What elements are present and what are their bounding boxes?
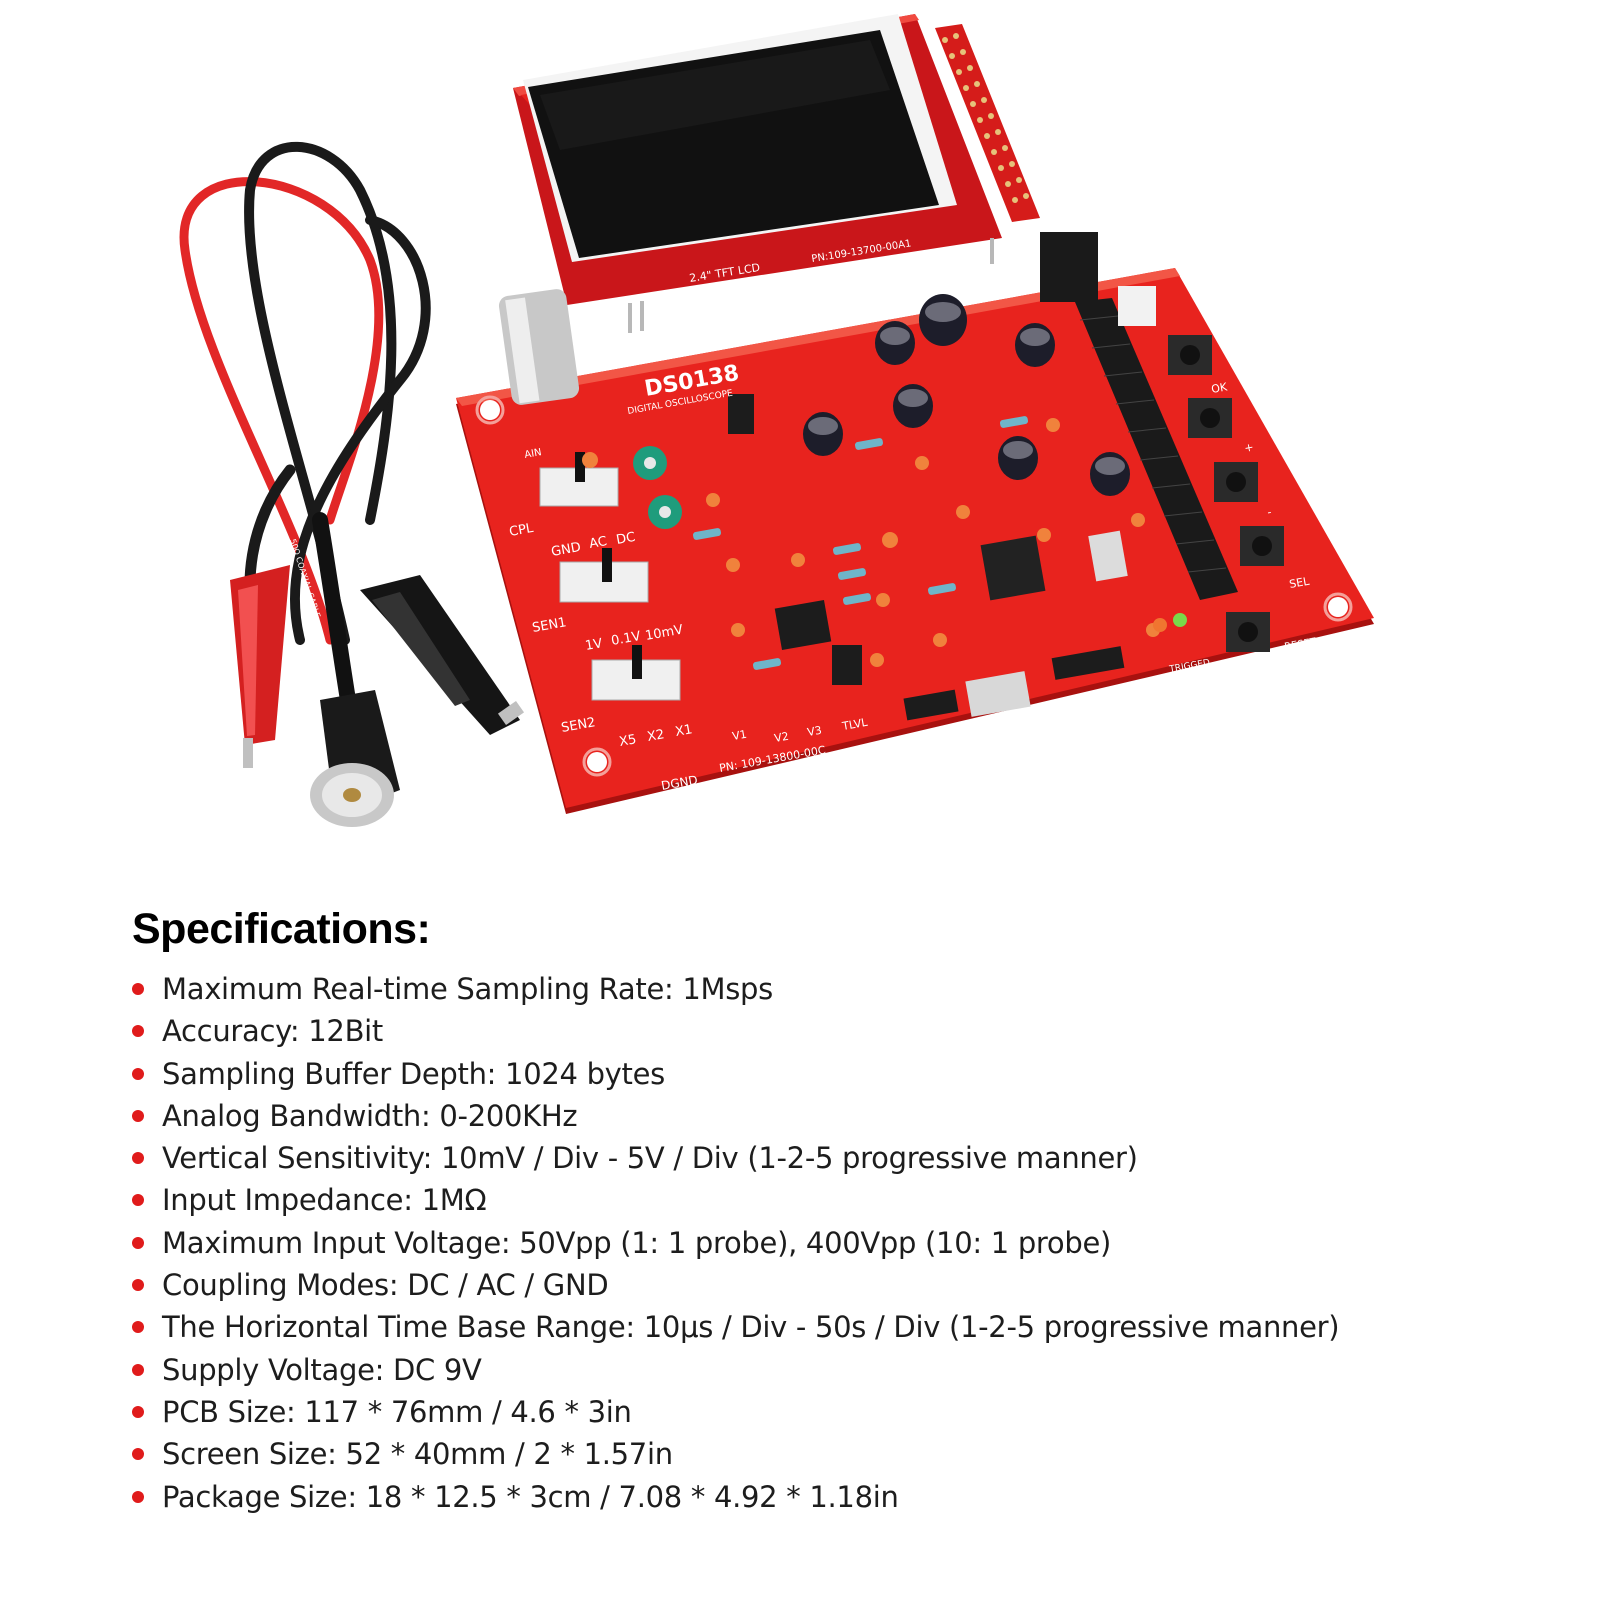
pin-header [1075, 298, 1238, 600]
spec-item: Screen Size: 52 * 40mm / 2 * 1.57in [132, 1433, 1552, 1475]
spec-item: The Horizontal Time Base Range: 10μs / D… [132, 1306, 1552, 1348]
spec-text: PCB Size: 117 * 76mm / 4.6 * 3in [162, 1394, 632, 1429]
cpl-label: CPL [508, 521, 535, 540]
electrolytic-capacitors [803, 294, 1130, 496]
bullet-icon [132, 1194, 144, 1207]
test-point-v1: V1 [731, 728, 748, 743]
bullet-icon [132, 1363, 144, 1376]
spec-item: Sampling Buffer Depth: 1024 bytes [132, 1053, 1552, 1095]
spec-item: Input Impedance: 1MΩ [132, 1179, 1552, 1221]
spec-item: Maximum Input Voltage: 50Vpp (1: 1 probe… [132, 1222, 1552, 1264]
bullet-icon [132, 1152, 144, 1165]
slide-switches [539, 452, 681, 701]
coupling-dc: DC [615, 530, 636, 548]
bullet-icon [132, 1279, 144, 1292]
mini-usb-port [965, 671, 1031, 717]
spec-text: Coupling Modes: DC / AC / GND [162, 1268, 609, 1303]
sen1-1v: 1V [584, 636, 604, 654]
spec-text: Vertical Sensitivity: 10mV / Div - 5V / … [162, 1141, 1138, 1176]
dc-jack [1040, 232, 1098, 302]
spec-text: Screen Size: 52 * 40mm / 2 * 1.57in [162, 1437, 673, 1472]
coupling-ac: AC [588, 534, 608, 552]
sen1-10mv: 10mV [644, 623, 684, 644]
lcd-module: 2.4" TFT LCD PN:109-13700-00A1 [513, 14, 1040, 333]
spec-text: Analog Bandwidth: 0-200KHz [162, 1098, 578, 1133]
specifications-section: Specifications: Maximum Real-time Sampli… [132, 905, 1552, 1518]
button-label-ok: OK [1210, 380, 1229, 396]
test-point-v2: V2 [773, 730, 790, 745]
dgnd-label: DGND [660, 773, 699, 793]
bnc-plug [310, 690, 400, 827]
mcu-chip [980, 535, 1046, 601]
sen1-01v: 0.1V [610, 629, 642, 649]
bullet-icon [132, 1236, 144, 1249]
test-point-tlvl: TLVL [840, 716, 869, 734]
spec-text: Package Size: 18 * 12.5 * 3cm / 7.08 * 4… [162, 1479, 899, 1514]
spec-text: Input Impedance: 1MΩ [162, 1183, 487, 1218]
spec-item: Supply Voltage: DC 9V [132, 1349, 1552, 1391]
spec-text: Accuracy: 12Bit [162, 1014, 384, 1049]
spec-item: Vertical Sensitivity: 10mV / Div - 5V / … [132, 1137, 1552, 1179]
coupling-gnd: GND [550, 540, 582, 560]
led-orange [1153, 618, 1167, 632]
bullet-icon [132, 983, 144, 995]
sen2-x5: X5 [618, 732, 638, 750]
spec-item: Accuracy: 12Bit [132, 1010, 1552, 1052]
spec-item: Coupling Modes: DC / AC / GND [132, 1264, 1552, 1306]
button-label-plus: + [1243, 441, 1254, 455]
specifications-title: Specifications: [132, 905, 431, 953]
product-photo: 2.4" TFT LCD PN:109-13700-00A1 [179, 14, 1374, 827]
spec-item: Package Size: 18 * 12.5 * 3cm / 7.08 * 4… [132, 1476, 1552, 1518]
probe-cable [179, 141, 431, 708]
bullet-icon [132, 1405, 144, 1418]
spec-item: Maximum Real-time Sampling Rate: 1Msps [132, 968, 1552, 1010]
bullet-icon [132, 1109, 144, 1122]
sen2-x1: X1 [674, 722, 694, 740]
led-green [1173, 613, 1187, 627]
test-point-v3: V3 [806, 724, 823, 739]
spec-item: Analog Bandwidth: 0-200KHz [132, 1095, 1552, 1137]
bullet-icon [132, 1490, 144, 1503]
sen1-label: SEN1 [531, 615, 568, 636]
main-pcb: DS0138 DIGITAL OSCILLOSCOPE AIN CPL GND … [456, 232, 1374, 814]
button-label-minus: - [1266, 505, 1272, 518]
bullet-icon [132, 1067, 144, 1080]
sen2-x2: X2 [646, 727, 666, 745]
button-label-sel: SEL [1288, 575, 1311, 591]
specification-list: Maximum Real-time Sampling Rate: 1Msps A… [132, 968, 1552, 1518]
spec-text: Sampling Buffer Depth: 1024 bytes [162, 1056, 665, 1091]
alligator-clip-black [360, 575, 525, 735]
spec-text: Maximum Real-time Sampling Rate: 1Msps [162, 972, 773, 1006]
spec-item: PCB Size: 117 * 76mm / 4.6 * 3in [132, 1391, 1552, 1433]
bullet-icon [132, 1448, 144, 1461]
ain-label: AIN [524, 447, 543, 461]
spec-text: Maximum Input Voltage: 50Vpp (1: 1 probe… [162, 1225, 1112, 1260]
bullet-icon [132, 1025, 144, 1038]
alligator-clip-red [230, 565, 290, 768]
bullet-icon [132, 1321, 144, 1334]
sen2-label: SEN2 [560, 715, 597, 736]
spec-text: The Horizontal Time Base Range: 10μs / D… [162, 1310, 1340, 1345]
tactile-buttons [1168, 335, 1284, 652]
spec-text: Supply Voltage: DC 9V [162, 1352, 482, 1387]
